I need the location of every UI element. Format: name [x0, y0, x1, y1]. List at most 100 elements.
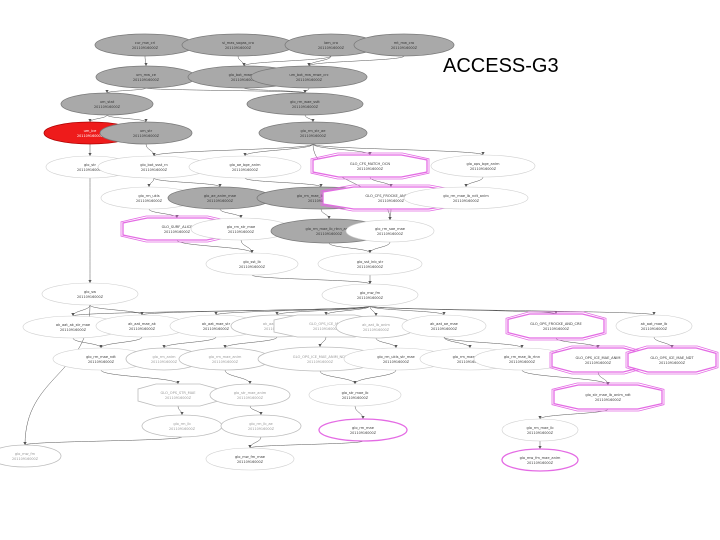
node-timestamp: 20110916000Z	[527, 461, 554, 465]
edge	[312, 143, 371, 156]
edge-arrowhead	[318, 344, 322, 347]
node-label: glo_str	[84, 163, 97, 167]
edge	[539, 408, 609, 420]
node-label: um_str	[140, 129, 153, 133]
node-label: GLO_OPS_ICE_MAE_ANIM	[576, 356, 621, 360]
slide-title: ACCESS-G3	[443, 55, 559, 77]
edge	[465, 176, 484, 188]
node-label: glo_str_mae_lb	[342, 391, 370, 395]
node-label: glo_rm_wae_sstt	[290, 100, 320, 104]
graph-edges	[23, 55, 674, 449]
node-shape	[60, 92, 154, 116]
node-shape	[318, 418, 408, 442]
node-shape	[94, 33, 196, 57]
node-timestamp: 20110916000Z	[313, 327, 340, 331]
node-shape	[317, 252, 423, 276]
edge	[243, 87, 306, 94]
node-label: glo_ae_bge_anim	[229, 163, 261, 167]
node-shape	[178, 347, 272, 371]
node-shape	[141, 414, 223, 438]
node-label: glo_rm_mae_lb_rtnn_anim	[306, 227, 353, 231]
node-label: um_ice	[84, 129, 98, 133]
edge	[89, 114, 108, 123]
graph-nodes: cur_mw_cri20110916000Zsi_mas_sogas_cro20…	[0, 33, 719, 472]
edge	[319, 370, 356, 385]
node-timestamp: 20110916000Z	[470, 167, 497, 171]
edge-arrowhead	[275, 312, 279, 315]
edge-arrowhead	[248, 381, 252, 384]
node-timestamp: 20110916000Z	[225, 46, 252, 50]
edge-arrowhead	[368, 250, 372, 253]
node-timestamp: 20110916000Z	[239, 265, 266, 269]
node-label: GLO_CFS_MATCH_OCN	[350, 162, 390, 166]
edge	[312, 143, 484, 156]
node-timestamp: 20110916000Z	[228, 230, 255, 234]
edge	[369, 305, 655, 316]
edge	[249, 440, 364, 449]
node-label: GLO_OPS_STR_MAE	[161, 391, 197, 395]
node-outline	[120, 215, 234, 243]
node-timestamp: 20110916000Z	[457, 360, 484, 364]
node-timestamp: 20110916000Z	[585, 361, 612, 365]
node-timestamp: 20110916000Z	[151, 360, 178, 364]
edge	[319, 336, 327, 348]
node-shape	[321, 283, 419, 307]
node-timestamp: 20110916000Z	[237, 460, 264, 464]
node-shape	[430, 154, 536, 178]
node-timestamp: 20110916000Z	[659, 361, 686, 365]
node-label: glo_rm_mae_lb_rtnn	[504, 355, 540, 359]
node-timestamp: 20110916000Z	[165, 396, 192, 400]
node-label: glo_rm_mae_lb_ndt_anim	[443, 194, 489, 198]
edge	[106, 87, 147, 94]
edge-arrowhead	[242, 63, 246, 66]
edge	[224, 369, 251, 385]
node-timestamp: 20110916000Z	[378, 199, 405, 203]
edge-arrowhead	[464, 184, 468, 187]
edge-arrowhead	[311, 119, 315, 122]
edge	[141, 305, 371, 316]
edge-arrowhead	[214, 312, 218, 315]
edge-arrowhead	[140, 312, 144, 315]
edge	[555, 337, 599, 349]
node-label: glo_mw_fm_mae_anim	[520, 456, 561, 460]
edge-arrowhead	[248, 445, 252, 448]
node-timestamp: 20110916000Z	[129, 327, 156, 331]
node-label: si_mas_sogas_cro	[222, 41, 254, 45]
node-outline	[310, 152, 430, 180]
node-label: ak_aat_lb_anim	[362, 323, 390, 327]
edge-arrowhead	[324, 312, 328, 315]
edge	[249, 405, 262, 416]
edge-arrowhead	[23, 442, 27, 445]
edge-arrowhead	[394, 345, 398, 348]
edge	[100, 369, 179, 385]
node-shape	[615, 314, 693, 338]
node-timestamp: 20110916000Z	[342, 396, 369, 400]
edge	[369, 305, 445, 316]
edge	[328, 242, 371, 254]
node-timestamp: 20110916000Z	[350, 431, 377, 435]
edge-arrowhead	[88, 280, 92, 283]
node-shape	[627, 347, 717, 373]
node-label: GLO_OPS_ICE_MAE	[309, 322, 344, 326]
edge-arrowhead	[368, 281, 372, 284]
edge	[304, 114, 314, 123]
node-timestamp: 20110916000Z	[12, 457, 39, 461]
node-shape	[507, 313, 605, 339]
node-shape	[220, 414, 302, 438]
